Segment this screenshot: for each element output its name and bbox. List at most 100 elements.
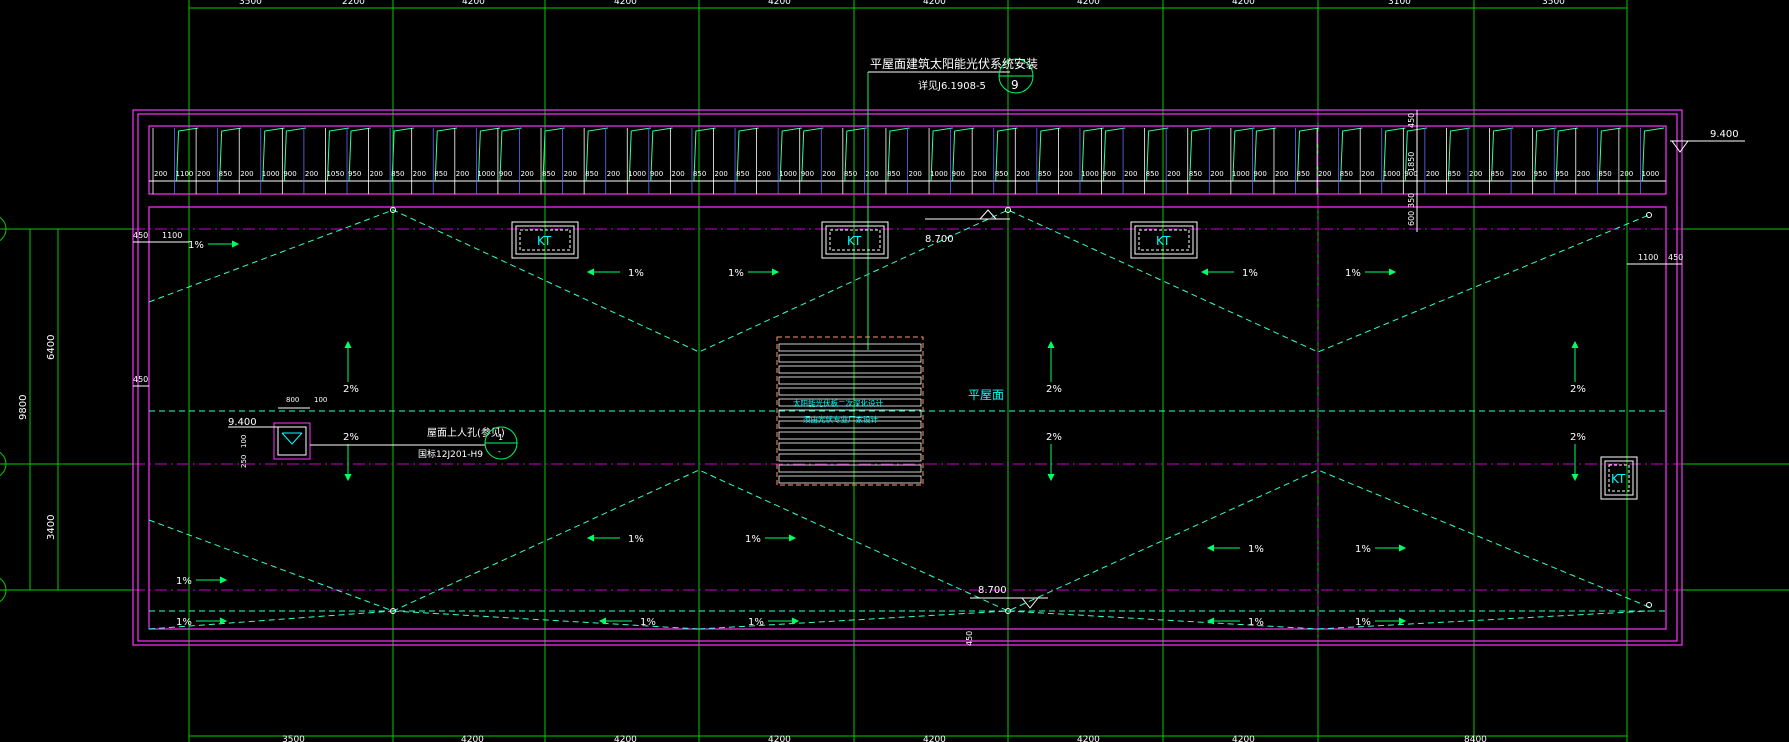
hatch-label: 屋面上人孔(参见)	[427, 426, 505, 439]
solar-panel	[930, 127, 953, 182]
panel-dim-8: 1050	[326, 170, 344, 178]
dim-right-1100: 1100	[1638, 253, 1658, 262]
panel-dim-58: 900	[1404, 170, 1417, 178]
kt-label: KT	[847, 234, 862, 248]
svg-text:1%: 1%	[1355, 544, 1371, 555]
dim-left-1100: 1100	[162, 231, 182, 240]
svg-text:1%: 1%	[1345, 268, 1361, 279]
panel-dim-28: 200	[758, 170, 771, 178]
panel-dim-2: 200	[197, 170, 210, 178]
hatch-dim-100b: 100	[240, 435, 248, 448]
svg-text:2%: 2%	[343, 432, 359, 443]
elevation-8700-top: 8.700	[925, 209, 1010, 245]
top-dim-0: 3500	[239, 0, 262, 7]
solar-panel	[219, 127, 242, 182]
slope-arrow-10: 2%	[1570, 432, 1586, 482]
panel-dim-41: 850	[1038, 170, 1051, 178]
solar-panel	[1038, 127, 1061, 182]
panel-dim-51: 900	[1253, 170, 1266, 178]
panel-dim-50: 1000	[1232, 170, 1250, 178]
hatch-ref: 国标12J201-H9	[418, 448, 483, 460]
bottom-dim-7: 8400	[1464, 735, 1487, 742]
equipment-note-2: 须由光伏专业厂家设计	[803, 414, 878, 424]
solar-panel	[262, 127, 285, 182]
svg-text:1%: 1%	[728, 268, 744, 279]
dim-upper-6400: 6400	[46, 335, 57, 360]
top-dim-9: 3500	[1542, 0, 1565, 7]
solar-panel	[434, 127, 458, 182]
solar-panel	[1491, 127, 1514, 182]
hatch-dim-100: 100	[314, 396, 327, 404]
kt-label: KT	[1611, 472, 1626, 486]
solar-panel	[283, 127, 307, 182]
solar-panel	[1447, 127, 1471, 182]
panel-dim-31: 200	[822, 170, 835, 178]
dim-left-450b: 450	[133, 375, 148, 384]
solar-panel	[1146, 127, 1169, 182]
kt-unit-1: KT	[821, 221, 889, 259]
panel-dim-25: 850	[693, 170, 706, 178]
dim-bottom-450: 450	[965, 631, 974, 646]
panel-dim-19: 200	[564, 170, 577, 178]
panel-dim-68: 200	[1620, 170, 1633, 178]
solar-panel	[1103, 127, 1126, 182]
slope-arrow-12: 1%	[745, 534, 797, 545]
svg-text:1%: 1%	[745, 534, 761, 545]
panel-dim-40: 200	[1016, 170, 1029, 178]
dim-overall-9800: 9800	[18, 395, 29, 420]
solar-panel	[1534, 127, 1557, 182]
hatch-bubble-top: 1	[498, 433, 503, 442]
panel-dim-26: 200	[714, 170, 727, 178]
panel-dim-5: 1000	[262, 170, 280, 178]
panel-dim-60: 850	[1447, 170, 1460, 178]
solar-note-title: 平屋面建筑太阳能光伏系统安装	[870, 56, 1038, 71]
panel-dim-45: 200	[1124, 170, 1137, 178]
kt-unit-0: KT	[511, 221, 579, 259]
slope-arrow-9: 2%	[1046, 432, 1062, 482]
svg-text:1%: 1%	[640, 617, 656, 628]
panel-dim-38: 200	[973, 170, 986, 178]
panel-dim-62: 850	[1491, 170, 1504, 178]
panel-dim-21: 200	[607, 170, 620, 178]
hatch-elev: 9.400	[228, 417, 257, 428]
kt-unit-3: KT	[1600, 456, 1638, 500]
top-dim-4: 4200	[768, 0, 791, 7]
panel-dim-30: 900	[801, 170, 814, 178]
panel-dim-27: 850	[736, 170, 749, 178]
dim-top-450: 450	[1407, 113, 1416, 128]
solar-panel	[391, 127, 414, 182]
bottom-dim-6: 4200	[1232, 735, 1255, 742]
panel-dim-69: 1000	[1641, 170, 1659, 178]
panel-dim-39: 850	[995, 170, 1008, 178]
panel-dim-33: 200	[865, 170, 878, 178]
left-dims: 9800 6400 3400	[18, 335, 57, 540]
solar-panel	[779, 127, 802, 182]
panel-dim-22: 1000	[628, 170, 646, 178]
ridge-lines	[148, 209, 1666, 630]
solar-panel	[650, 127, 673, 182]
solar-panel	[1641, 127, 1665, 182]
slope-arrow-6: 2%	[1046, 340, 1062, 395]
panel-dim-47: 200	[1167, 170, 1180, 178]
slope-arrow-14: 1%	[1355, 544, 1407, 555]
panel-dim-10: 200	[370, 170, 383, 178]
parapet-elevation: 9.400	[1670, 129, 1745, 153]
solar-note: 平屋面建筑太阳能光伏系统安装 详见J6.1908-5 9	[867, 56, 1038, 350]
equipment-area: 太阳能光伏板二次深化设计 须由光伏专业厂家设计	[776, 336, 924, 486]
solar-panel	[887, 127, 910, 182]
elev-8700-bottom: 8.700	[978, 585, 1007, 596]
dim-1850: 1850	[1407, 152, 1416, 172]
flat-roof-label: 平屋面	[968, 388, 1004, 402]
svg-text:1%: 1%	[1355, 617, 1371, 628]
solar-panel	[1232, 127, 1255, 182]
solar-panel	[1340, 127, 1363, 182]
equipment-note-1: 太阳能光伏板二次深化设计	[793, 398, 883, 408]
panel-dim-29: 1000	[779, 170, 797, 178]
panel-dim-46: 850	[1146, 170, 1159, 178]
solar-panel	[995, 127, 1018, 182]
